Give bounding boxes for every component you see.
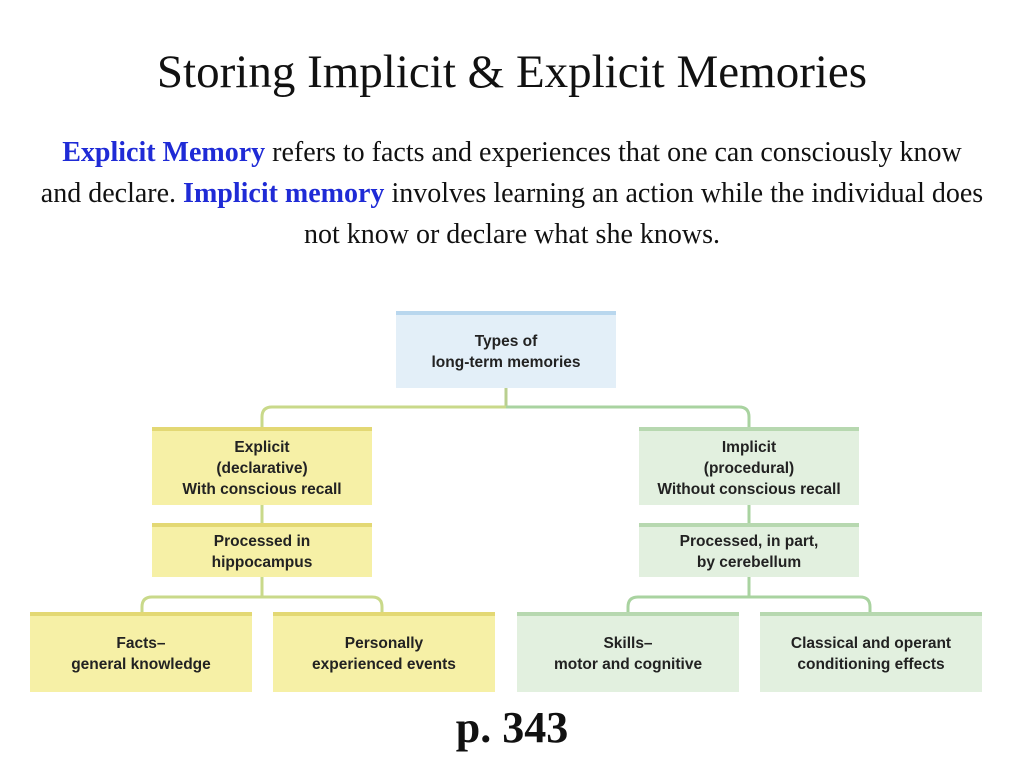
term-explicit-memory: Explicit Memory	[62, 137, 266, 168]
box-skills: Skills– motor and cognitive	[517, 612, 739, 692]
box-long-term-memories: Types of long-term memories	[396, 311, 616, 388]
box-conditioning-effects: Classical and operant conditioning effec…	[760, 612, 982, 692]
box-implicit: Implicit (procedural) Without conscious …	[639, 427, 859, 505]
connector-root-explicit	[260, 405, 506, 430]
term-implicit-memory: Implicit memory	[183, 178, 385, 209]
box-processed-hippocampus: Processed in hippocampus	[152, 523, 372, 577]
box-facts: Facts– general knowledge	[30, 612, 252, 692]
box-personal-events: Personally experienced events	[273, 612, 495, 692]
box-processed-cerebellum: Processed, in part, by cerebellum	[639, 523, 859, 577]
box-explicit: Explicit (declarative) With conscious re…	[152, 427, 372, 505]
slide-title: Storing Implicit & Explicit Memories	[156, 46, 868, 98]
connector-implicit-leaves	[626, 577, 872, 615]
intro-text-1: refers to facts and experiences that one…	[40, 137, 962, 209]
page-reference: p. 343	[455, 703, 569, 752]
connector-root-implicit	[506, 405, 751, 430]
intro-text-2: involves learning an action while the in…	[303, 178, 984, 250]
connector-explicit-leaves	[140, 577, 384, 615]
intro-paragraph: Explicit Memory refers to facts and expe…	[40, 132, 984, 255]
